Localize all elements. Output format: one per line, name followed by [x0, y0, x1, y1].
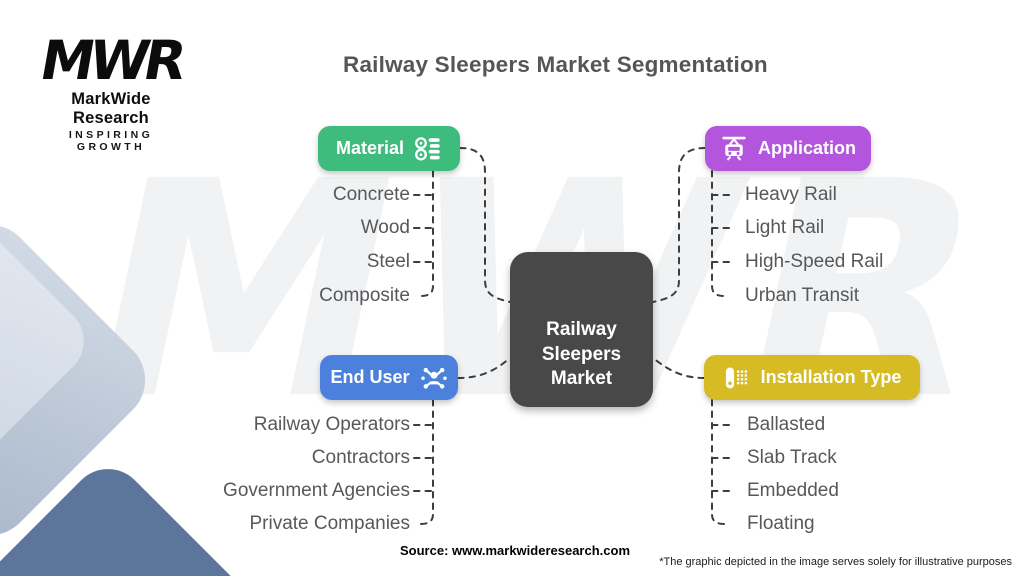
central-node-line1: Railway — [546, 319, 617, 340]
disclaimer-text: *The graphic depicted in the image serve… — [659, 556, 1012, 568]
markwide-logo: MWR MarkWide Research INSPIRING GROWTH — [33, 29, 189, 153]
application-item-light-rail: Light Rail — [745, 217, 825, 238]
logo-company-name: MarkWide Research — [71, 90, 151, 127]
keypad-icon — [725, 367, 747, 388]
application-item-heavy-rail: Heavy Rail — [745, 184, 837, 205]
branch-node-application: Application — [705, 126, 871, 171]
central-node-line3: Market — [550, 368, 613, 389]
page-title: Railway Sleepers Market Segmentation — [343, 52, 768, 77]
installation-type-node-label: Installation Type — [760, 367, 902, 387]
material-item-composite: Composite — [319, 285, 410, 306]
branch-node-material: Material — [318, 126, 460, 171]
material-item-concrete: Concrete — [332, 184, 410, 205]
material-item-steel: Steel — [366, 251, 410, 272]
tram-icon — [722, 136, 746, 160]
application-item-high-speed-rail: High-Speed Rail — [745, 251, 884, 272]
branch-node-installation-type: Installation Type — [704, 355, 920, 400]
user-network-icon — [420, 367, 447, 389]
material-coils-icon — [415, 136, 440, 161]
application-node-label: Application — [758, 138, 856, 158]
installation-item-floating: Floating — [747, 513, 815, 534]
installation-item-ballasted: Ballasted — [747, 414, 826, 435]
end-user-node-label: End User — [330, 367, 410, 387]
branch-node-end-user: End User — [320, 355, 458, 400]
material-item-wood: Wood — [360, 217, 410, 238]
central-node-line2: Sleepers — [541, 343, 622, 365]
mwr-logo-glyph: MWR — [35, 29, 187, 92]
material-node-label: Material — [335, 138, 405, 158]
end-user-item-government-agencies: Government Agencies — [223, 480, 410, 501]
central-node-railway-sleepers-market: Railway Sleepers Market — [510, 252, 653, 407]
source-text: Source: www.markwideresearch.com — [400, 543, 631, 558]
end-user-item-private-companies: Private Companies — [249, 513, 410, 534]
end-user-item-contractors: Contractors — [311, 447, 410, 468]
installation-item-slab-track: Slab Track — [747, 447, 837, 468]
installation-item-embedded: Embedded — [747, 480, 839, 501]
end-user-item-railway-operators: Railway Operators — [253, 414, 410, 435]
logo-tagline: INSPIRING GROWTH — [68, 129, 154, 153]
application-item-urban-transit: Urban Transit — [745, 285, 860, 306]
